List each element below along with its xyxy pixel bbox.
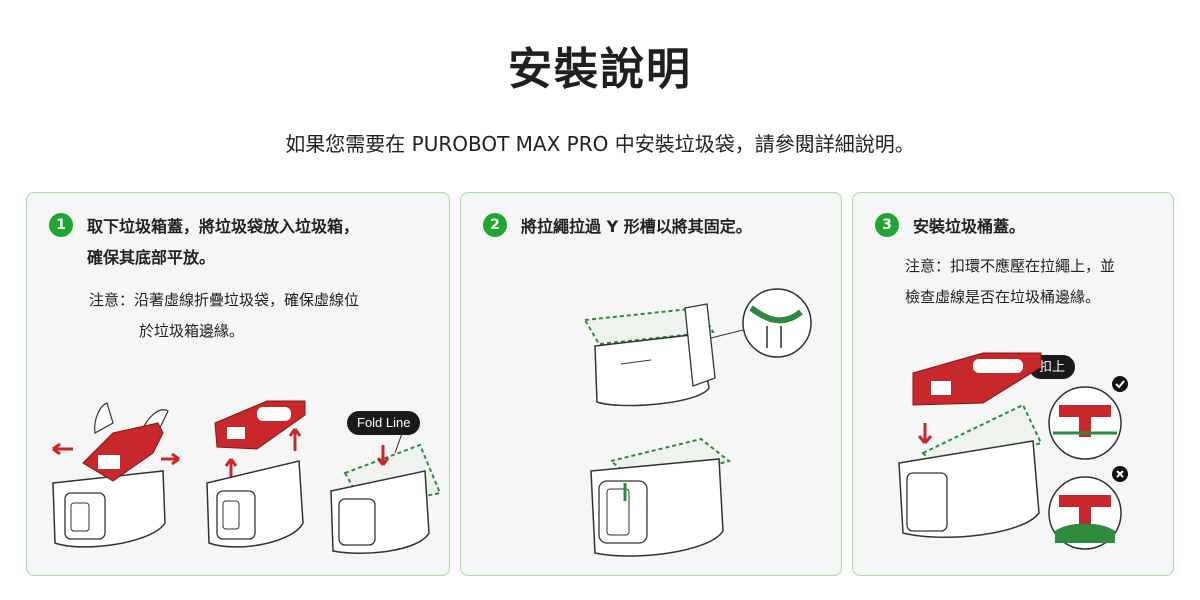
step-instruction-line: 將拉繩拉過 Y 形槽以將其固定。	[521, 217, 752, 236]
correct-detail-illustration	[1048, 386, 1122, 460]
note-line: 檢查虛線是否在垃圾桶邊緣。	[905, 288, 1101, 306]
step-number-badge: 2	[483, 213, 507, 237]
cross-icon	[1112, 466, 1128, 482]
check-icon	[1112, 376, 1128, 392]
install-lid-illustration	[898, 352, 1043, 538]
fold-line-label: Fold Line	[347, 411, 421, 435]
step-number-badge: 3	[875, 213, 899, 237]
step-note-1: 注意：沿著虛線折疊垃圾袋，確保虛線位 於垃圾箱邊緣。	[89, 285, 359, 347]
step-note-3: 注意：扣環不應壓在拉繩上，並 檢查虛線是否在垃圾桶邊緣。	[905, 251, 1115, 313]
incorrect-detail-illustration	[1048, 476, 1122, 550]
step-instruction-line: 取下垃圾箱蓋，將垃圾袋放入垃圾箱，	[87, 217, 360, 236]
page-subtitle: 如果您需要在 PUROBOT MAX PRO 中安裝垃圾袋，請參閱詳細說明。	[285, 132, 915, 156]
step-header-2: 2 將拉繩拉過 Y 形槽以將其固定。	[483, 211, 752, 242]
step-instruction: 安裝垃圾桶蓋。	[913, 211, 1025, 242]
note-line: 於垃圾箱邊緣。	[139, 322, 245, 340]
step-number-badge: 1	[49, 213, 73, 237]
note-line: 注意：扣環不應壓在拉繩上，並	[905, 257, 1116, 275]
step-card-3: 3 安裝垃圾桶蓋。 注意：扣環不應壓在拉繩上，並 檢查虛線是否在垃圾桶邊緣。 扣…	[852, 192, 1174, 576]
step-header-3: 3 安裝垃圾桶蓋。	[875, 211, 1025, 242]
step-instruction-line: 確保其底部平放。	[87, 248, 216, 267]
step-instruction-line: 安裝垃圾桶蓋。	[913, 217, 1026, 236]
step-instruction: 取下垃圾箱蓋，將垃圾袋放入垃圾箱， 確保其底部平放。	[87, 211, 359, 273]
page-title: 安裝說明	[508, 44, 692, 95]
note-line: 注意：沿著虛線折疊垃圾袋，確保虛線位	[89, 291, 360, 309]
lift-lid-illustration	[206, 400, 306, 548]
step-card-1: 1 取下垃圾箱蓋，將垃圾袋放入垃圾箱， 確保其底部平放。 注意：沿著虛線折疊垃圾…	[26, 192, 450, 576]
step-instruction: 將拉繩拉過 Y 形槽以將其固定。	[521, 211, 752, 242]
step-card-2: 2 將拉繩拉過 Y 形槽以將其固定。	[460, 192, 842, 576]
step-header-1: 1 取下垃圾箱蓋，將垃圾袋放入垃圾箱， 確保其底部平放。	[49, 211, 359, 273]
bag-secured-illustration	[590, 437, 732, 557]
drawstring-slot-illustration	[583, 288, 812, 407]
remove-lid-illustration	[52, 402, 180, 548]
fold-bag-illustration	[330, 433, 442, 554]
